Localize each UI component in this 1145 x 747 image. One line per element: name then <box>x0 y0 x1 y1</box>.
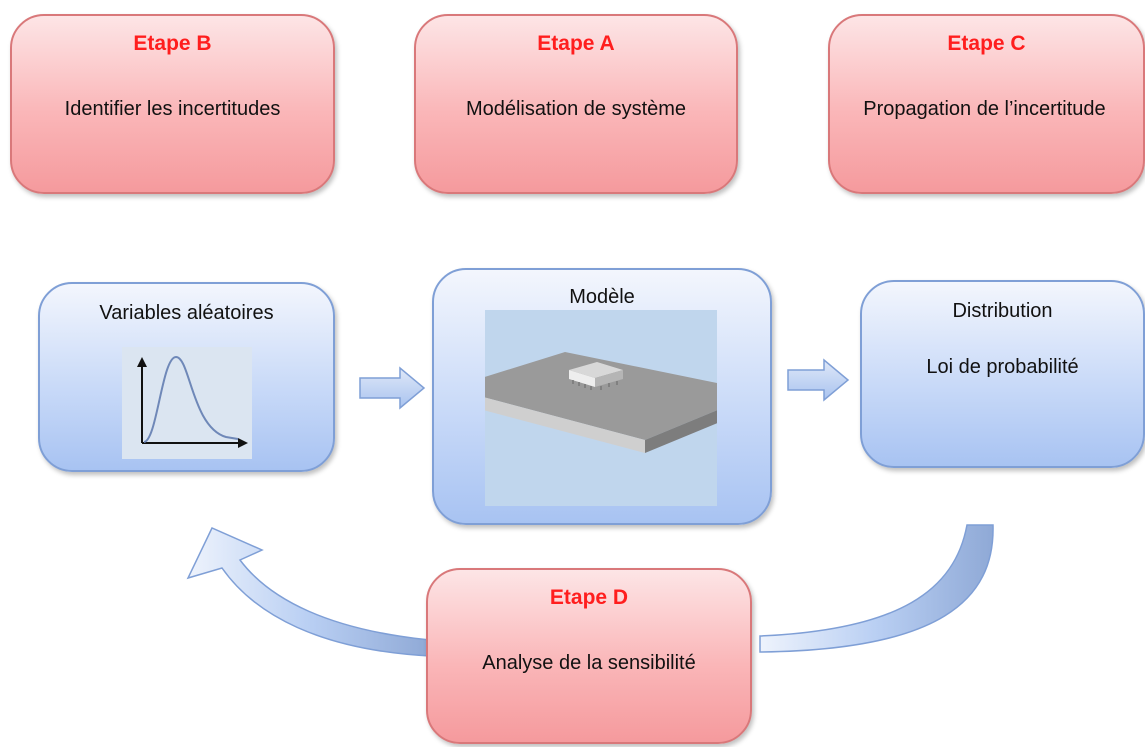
step-d-text: Analyse de la sensibilité <box>482 652 696 674</box>
step-b-box: Etape B Identifier les incertitudes <box>10 14 335 194</box>
distribution-sublabel: Loi de probabilité <box>926 356 1079 378</box>
model-label: Modèle <box>569 286 635 308</box>
probability-density-curve-icon <box>122 347 252 459</box>
step-c-box: Etape C Propagation de l’incertitude <box>828 14 1145 194</box>
variables-label: Variables aléatoires <box>99 302 274 324</box>
variables-box: Variables aléatoires <box>38 282 335 472</box>
step-d-title: Etape D <box>549 586 629 609</box>
step-a-text: Modélisation de système <box>465 98 687 120</box>
distribution-label: Distribution <box>952 300 1053 322</box>
step-d-box: Etape D Analyse de la sensibilité <box>426 568 752 744</box>
step-a-title: Etape A <box>537 32 615 55</box>
step-c-text: Propagation de l’incertitude <box>863 98 1106 120</box>
distribution-box: Distribution Loi de probabilité <box>860 280 1145 468</box>
step-a-box: Etape A Modélisation de système <box>414 14 738 194</box>
step-b-text: Identifier les incertitudes <box>64 98 281 120</box>
step-b-title: Etape B <box>133 32 212 55</box>
chip-on-board-3d-icon <box>485 310 717 506</box>
model-box: Modèle <box>432 268 772 525</box>
step-c-title: Etape C <box>947 32 1026 55</box>
